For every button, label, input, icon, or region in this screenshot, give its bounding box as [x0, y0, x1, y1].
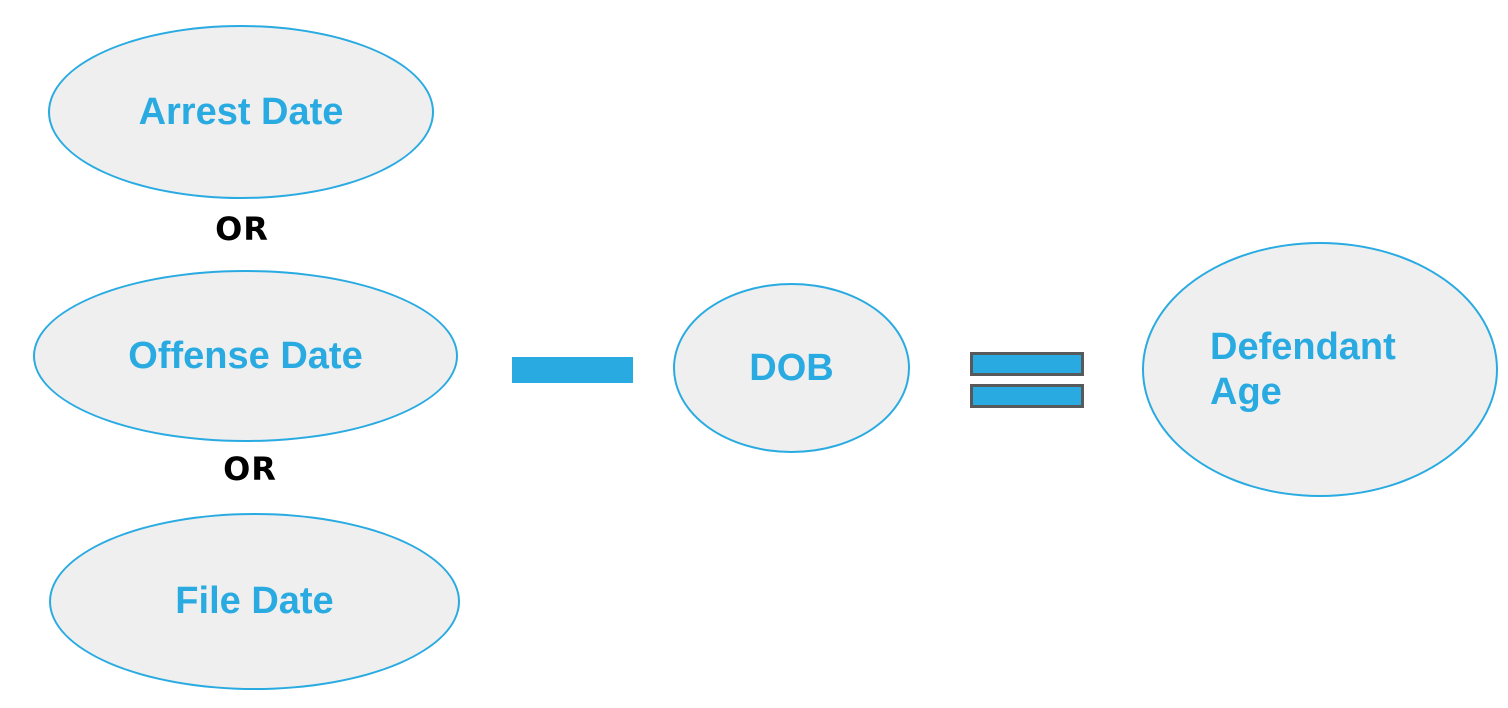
- equals-bar-bottom: [970, 384, 1084, 408]
- node-file-date-label: File Date: [175, 580, 334, 623]
- equals-icon: [970, 352, 1084, 416]
- or-connector-bottom-label: OR: [223, 450, 277, 488]
- node-arrest-date-label: Arrest Date: [138, 90, 344, 133]
- or-connector-top-label: OR: [215, 210, 269, 248]
- node-offense-date-label: Offense Date: [128, 334, 363, 377]
- node-defendant-age: Defendant Age: [1142, 242, 1498, 497]
- node-offense-date: Offense Date: [33, 270, 458, 442]
- minus-icon: [512, 357, 633, 383]
- node-dob-label: DOB: [749, 346, 834, 389]
- node-dob: DOB: [673, 283, 910, 453]
- equals-bar-top: [970, 352, 1084, 376]
- node-arrest-date: Arrest Date: [48, 25, 434, 199]
- node-file-date: File Date: [49, 513, 460, 690]
- node-defendant-age-label: Defendant Age: [1210, 325, 1396, 413]
